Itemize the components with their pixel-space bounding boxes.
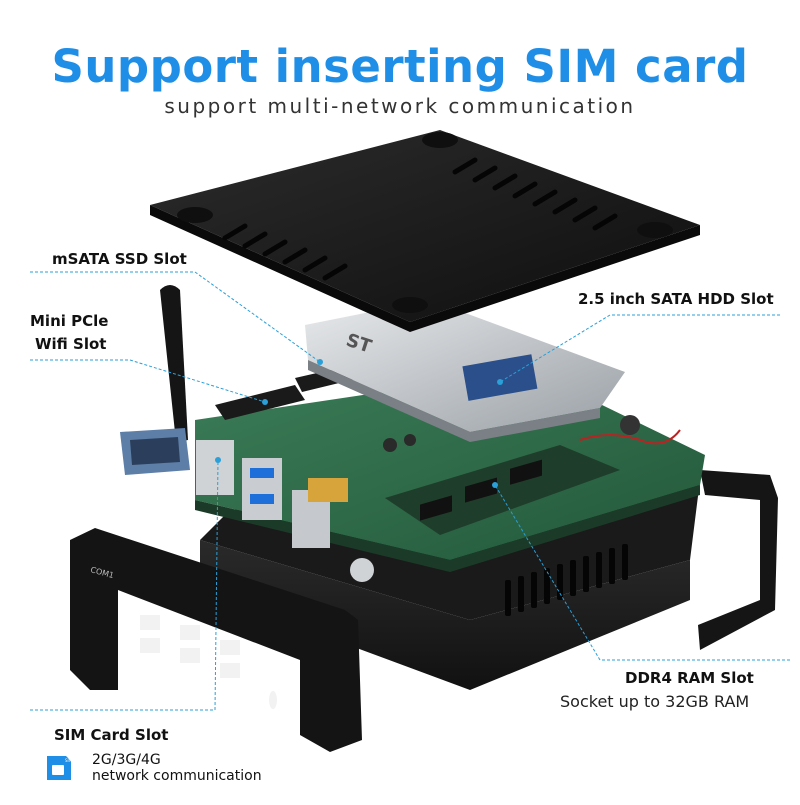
wifi-antenna — [160, 285, 188, 442]
page-subtitle: support multi-network communication — [164, 94, 636, 118]
hdd-callout-label: 2.5 inch SATA HDD Slot — [578, 290, 774, 308]
simslot-callout-line — [30, 459, 219, 711]
sim-network-note: 2G/3G/4G network communication — [92, 752, 262, 784]
minipcie-callout-label-line2: Wifi Slot — [35, 335, 107, 353]
msata-callout-line — [30, 271, 321, 363]
callout-lines — [30, 271, 790, 711]
sim-network-line1: 2G/3G/4G — [92, 752, 161, 768]
sim-card-icon: SIM — [44, 753, 74, 783]
sim-icon-text: SIM — [65, 758, 73, 763]
io-ports — [120, 428, 374, 582]
hdd-callout-line — [499, 314, 780, 383]
right-side-bracket — [698, 470, 778, 650]
sim-network-line2: network communication — [92, 768, 262, 784]
hdd-drive: ST — [305, 300, 625, 442]
page-title: Support inserting SIM card — [51, 40, 749, 93]
msata-callout-label: mSATA SSD Slot — [52, 250, 187, 268]
minipcie-callout-label-line1: Mini PCle — [30, 312, 109, 330]
front-io-bracket: COM1 — [70, 528, 362, 752]
ddr4-callout-detail: Socket up to 32GB RAM — [560, 692, 750, 711]
ddr4-callout-line — [494, 484, 790, 661]
top-lid — [150, 130, 700, 332]
minipcie-callout-line — [30, 359, 266, 403]
ddr4-callout-title: DDR4 RAM Slot — [625, 669, 754, 687]
simslot-callout-label: SIM Card Slot — [54, 726, 169, 744]
